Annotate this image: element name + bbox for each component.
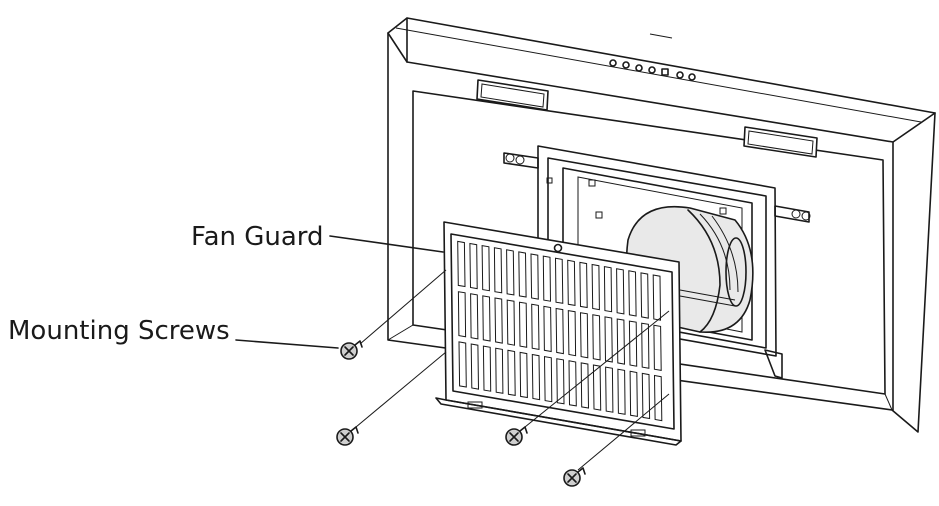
- grille-slot: [481, 245, 490, 292]
- grille-slot: [604, 316, 613, 363]
- grille-slot: [628, 320, 638, 367]
- mounting-screw: [505, 426, 528, 446]
- fan-guard-label: Fan Guard: [191, 222, 324, 252]
- grille-slot: [506, 249, 515, 296]
- grille-slot: [567, 310, 577, 357]
- grille-slot: [507, 349, 516, 396]
- grille-slot: [458, 341, 467, 388]
- grille-slot: [457, 240, 466, 288]
- mounting-screws-label: Mounting Screws: [8, 316, 230, 346]
- grille-slot: [495, 347, 504, 394]
- grille-slot: [518, 301, 528, 348]
- grille-slot: [493, 247, 503, 294]
- grille-slot: [531, 303, 540, 350]
- grille-slot: [519, 351, 528, 399]
- grille-slot: [470, 293, 479, 340]
- grille-slot: [554, 257, 564, 304]
- grille-slot: [579, 261, 588, 309]
- fan-guard: [435, 221, 682, 446]
- grille-slot: [482, 295, 491, 342]
- grille-slot: [542, 255, 552, 302]
- grille-slot: [592, 364, 602, 411]
- grille-slot: [603, 266, 613, 313]
- grille-slot: [457, 291, 467, 338]
- grille-slot: [543, 356, 553, 403]
- grille-slot: [628, 270, 637, 317]
- grille-slot: [640, 272, 649, 319]
- grille-slot: [653, 324, 662, 371]
- grille-slot: [482, 345, 492, 392]
- grille-slot: [579, 312, 589, 359]
- grille-slot: [652, 274, 662, 321]
- grille-slot: [494, 297, 503, 344]
- grille-slot: [506, 299, 516, 346]
- grille-slot: [641, 372, 651, 420]
- grille-slot: [555, 307, 564, 355]
- grille-slot: [543, 305, 552, 353]
- grille-slot: [568, 360, 577, 407]
- grille-slot: [591, 263, 600, 311]
- grille-slot: [641, 322, 650, 369]
- grille-slot: [530, 253, 539, 300]
- screw-guide-lines: [349, 269, 670, 471]
- grille-slot: [556, 358, 565, 405]
- grille-slot: [518, 251, 527, 298]
- grille-slot: [592, 314, 601, 361]
- grille-slot: [580, 362, 590, 409]
- grille-slot: [469, 242, 478, 290]
- grille-slot: [653, 374, 663, 422]
- grille-slot: [567, 259, 576, 306]
- mounting-screw: [336, 426, 359, 446]
- leader-lines: [235, 235, 444, 349]
- mounting-screw: [563, 467, 586, 487]
- mounting-screw: [340, 340, 363, 360]
- grille-slot: [617, 368, 626, 415]
- grille-slot: [616, 318, 626, 365]
- grille-slot: [629, 370, 638, 417]
- grille-slot: [605, 366, 614, 413]
- grille-slot: [470, 343, 480, 390]
- grille-slot: [616, 268, 625, 315]
- control-panel: [609, 59, 696, 81]
- grille-slot: [531, 353, 541, 401]
